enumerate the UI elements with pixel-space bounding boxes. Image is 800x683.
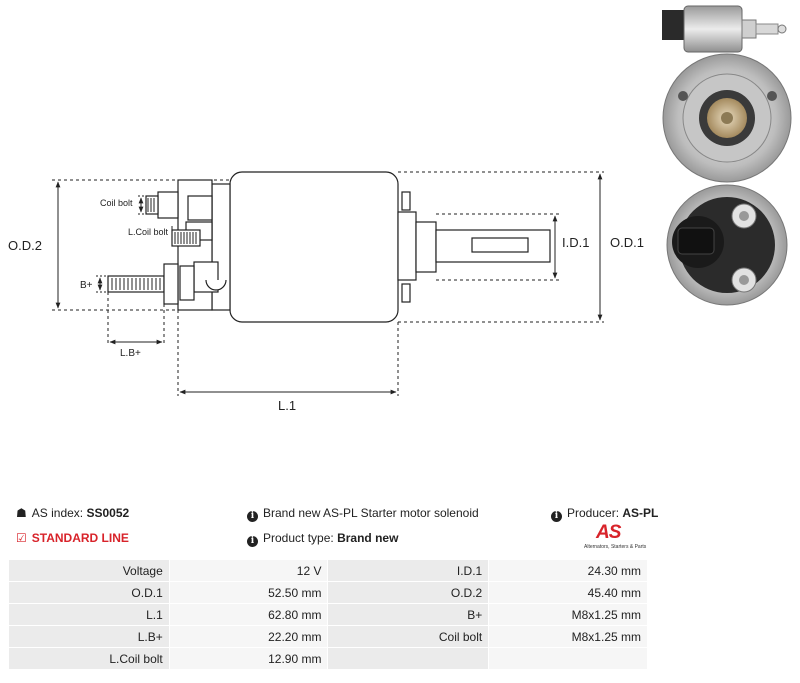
spec-value: M8x1.25 mm: [488, 603, 648, 626]
spec-key: Coil bolt: [327, 625, 490, 648]
checkbox-icon: ☑: [16, 531, 27, 545]
spec-value: 45.40 mm: [488, 581, 648, 604]
info-icon: i: [247, 536, 258, 547]
dimension-lines: [52, 171, 604, 396]
photo-front-view: [662, 53, 792, 183]
as-pl-logo: AS Alternators, Starters & Parts: [584, 522, 648, 552]
product-type-label: Product type:: [263, 531, 334, 545]
producer: i Producer: AS-PL: [551, 506, 658, 522]
spec-value: 62.80 mm: [168, 603, 329, 626]
spec-value: 24.30 mm: [488, 559, 648, 582]
thread-hatching: [111, 198, 197, 290]
label-od2: O.D.2: [8, 238, 42, 253]
tag-icon: ☗: [16, 506, 27, 520]
spec-value: 12 V: [168, 559, 329, 582]
spec-value: 52.50 mm: [168, 581, 329, 604]
spec-key: Voltage: [8, 559, 170, 582]
logo-tagline: Alternators, Starters & Parts: [584, 544, 647, 550]
spec-value: 12.90 mm: [168, 647, 329, 670]
description: i Brand new AS-PL Starter motor solenoid: [247, 506, 479, 522]
as-index-value: SS0052: [86, 506, 130, 520]
description-text: Brand new AS-PL Starter motor solenoid: [263, 506, 479, 520]
spec-key: O.D.2: [327, 581, 490, 604]
spec-key: O.D.1: [8, 581, 170, 604]
label-od1: O.D.1: [610, 235, 644, 250]
producer-value: AS-PL: [622, 506, 659, 520]
spec-key: I.D.1: [327, 559, 490, 582]
as-index-label: AS index:: [31, 506, 84, 520]
spec-key: L.Coil bolt: [8, 647, 170, 670]
label-coil-bolt: Coil bolt: [100, 198, 133, 208]
photo-rear-view: [666, 184, 788, 306]
solenoid-technical-drawing: O.D.2 O.D.1 I.D.1 L.1 L.B+ B+ Coil bolt …: [8, 5, 792, 413]
product-type: i Product type: Brand new: [247, 531, 398, 547]
solenoid-outline: [107, 171, 551, 323]
spec-key: L.1: [8, 603, 170, 626]
photo-side-view: [662, 5, 787, 53]
product-type-value: Brand new: [337, 531, 399, 545]
label-id1: I.D.1: [562, 235, 589, 250]
spec-key: L.B+: [8, 625, 170, 648]
label-l1: L.1: [278, 398, 296, 413]
producer-label: Producer:: [567, 506, 620, 520]
logo-mark: AS: [596, 522, 621, 543]
info-icon: i: [551, 511, 562, 522]
spec-value: [488, 647, 648, 670]
spec-value: M8x1.25 mm: [488, 625, 648, 648]
standard-line-label: STANDARD LINE: [31, 531, 129, 545]
label-lb: L.B+: [120, 348, 141, 359]
spec-value: 22.20 mm: [168, 625, 329, 648]
label-bplus: B+: [80, 280, 93, 291]
spec-key: [327, 647, 490, 670]
standard-line: ☑ STANDARD LINE: [16, 531, 129, 545]
as-index: ☗ AS index: SS0052: [16, 506, 129, 520]
label-l-coil-bolt: L.Coil bolt: [128, 227, 169, 237]
info-icon: i: [247, 511, 258, 522]
spec-key: B+: [327, 603, 490, 626]
